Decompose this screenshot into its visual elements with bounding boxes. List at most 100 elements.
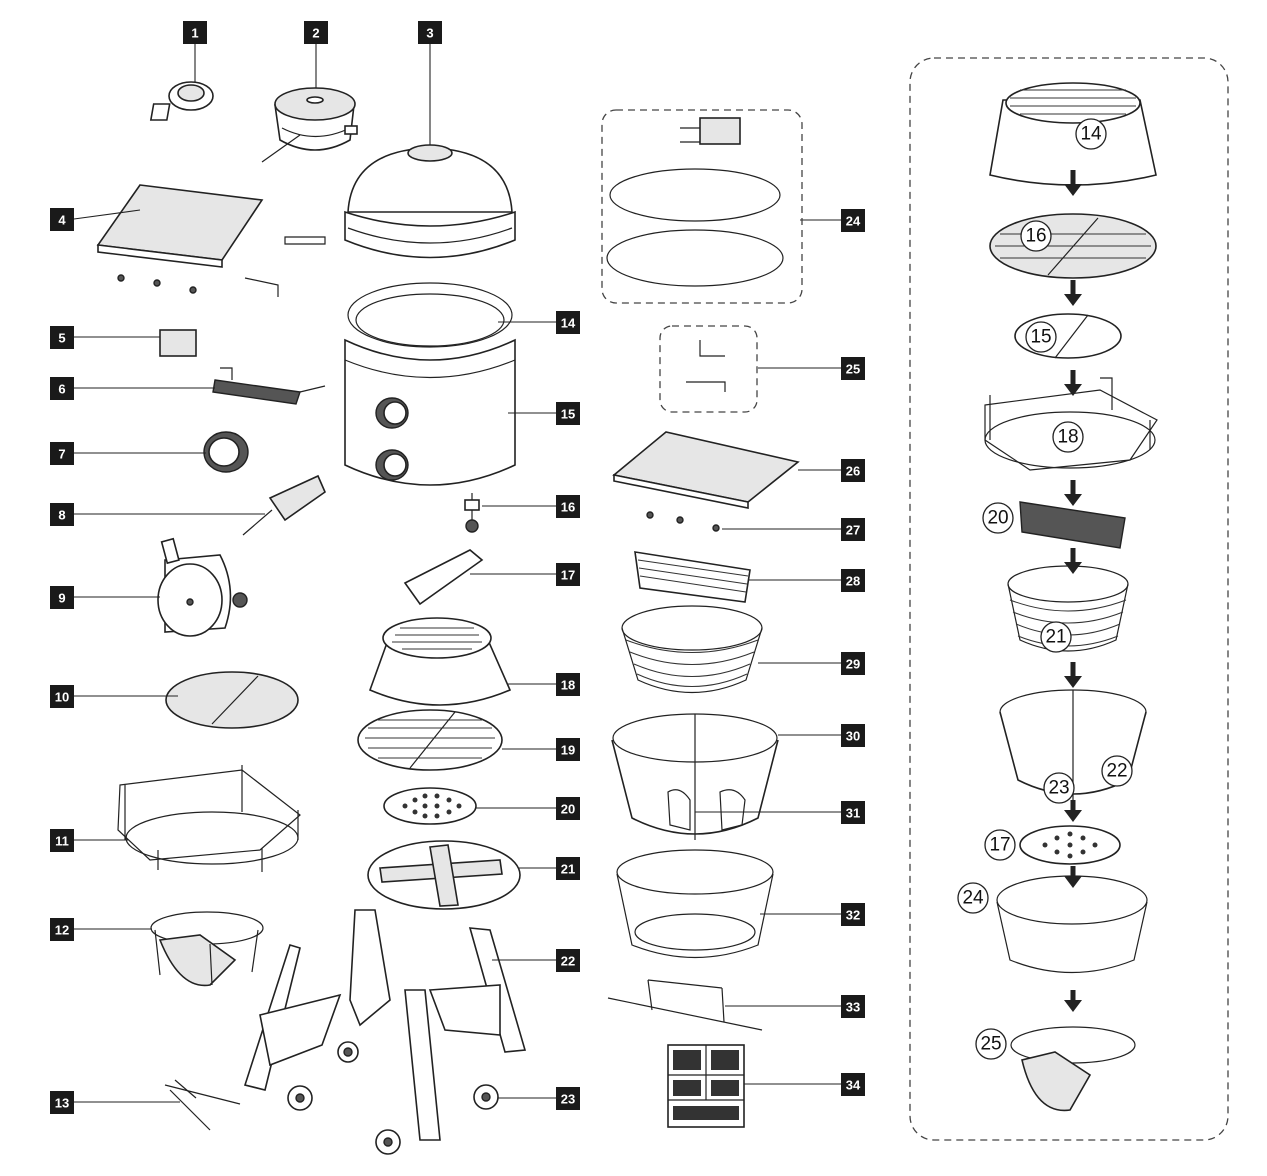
assembly-step: 20 — [982, 502, 1014, 534]
part-fire-bowl — [344, 282, 516, 486]
part-ash-pan — [150, 911, 264, 987]
assembly-step: 18 — [1052, 421, 1084, 453]
part-tag: 13 — [50, 1091, 74, 1114]
assembly-step: 16 — [1020, 220, 1052, 252]
part-number: 14 — [561, 316, 576, 331]
part-tag: 1 — [183, 21, 207, 44]
part-small-brackets — [686, 340, 726, 392]
assembly-step: 22 — [1101, 755, 1133, 787]
assembly-number: 15 — [1030, 327, 1051, 348]
part-tag: 31 — [841, 801, 865, 824]
part-number: 32 — [846, 908, 860, 923]
part-basket-frame — [616, 849, 774, 959]
part-tag: 10 — [50, 685, 74, 708]
part-number: 5 — [58, 331, 65, 346]
part-tag: 2 — [304, 21, 328, 44]
part-gasket-ring — [203, 431, 249, 473]
part-number: 28 — [846, 574, 860, 589]
part-number: 15 — [561, 407, 575, 422]
group-box-25 — [659, 325, 758, 413]
part-number: 11 — [55, 834, 69, 849]
part-number: 13 — [55, 1096, 69, 1111]
part-number: 17 — [561, 568, 575, 583]
part-number: 23 — [561, 1092, 575, 1107]
arrow-down-icon — [1064, 800, 1082, 822]
assembly-step: 14 — [1075, 118, 1107, 150]
arrow-down-icon — [1064, 866, 1082, 888]
part-number: 31 — [846, 806, 860, 821]
part-charcoal-basket — [621, 605, 763, 693]
part-number: 25 — [846, 362, 860, 377]
part-tag: 26 — [841, 459, 865, 482]
part-number: 29 — [846, 657, 860, 672]
arrow-down-icon — [1064, 370, 1082, 396]
part-handle-bar — [607, 979, 763, 1031]
part-ash-tool — [242, 474, 326, 536]
part-tag: 17 — [556, 563, 580, 586]
part-tag: 12 — [50, 918, 74, 941]
part-number: 26 — [846, 464, 860, 479]
assembly-step: 17 — [984, 829, 1016, 861]
part-top-damper — [261, 87, 358, 163]
part-grill-grate — [357, 709, 503, 771]
assembly-number: 20 — [987, 508, 1008, 529]
assembly-arrows — [1064, 170, 1082, 1012]
part-number: 2 — [312, 26, 319, 41]
part-tag: 24 — [841, 209, 865, 232]
part-warming-rack — [634, 551, 751, 603]
assembly-number: 24 — [962, 888, 984, 909]
part-tag: 9 — [50, 586, 74, 609]
part-tag: 8 — [50, 503, 74, 526]
part-tag: 11 — [50, 829, 74, 852]
part-bracket — [159, 329, 197, 357]
part-heat-deflector-half — [165, 671, 299, 729]
part-tag: 30 — [841, 724, 865, 747]
dashed-group-boxes — [601, 57, 1229, 1141]
part-number: 10 — [55, 690, 69, 705]
part-tag: 4 — [50, 208, 74, 231]
part-band-clamp — [606, 117, 784, 287]
part-perforated-plate — [383, 787, 477, 825]
part-tag: 5 — [50, 326, 74, 349]
part-tag: 34 — [841, 1073, 865, 1096]
part-grill-ring — [368, 617, 512, 706]
part-number: 1 — [191, 26, 198, 41]
part-number: 4 — [58, 213, 66, 228]
part-tag: 18 — [556, 673, 580, 696]
part-number-tags: 1 2 3 4 5 6 7 8 9 10 11 12 13 14 15 16 1… — [50, 21, 865, 1114]
arrow-down-icon — [1064, 280, 1082, 306]
part-tag: 29 — [841, 652, 865, 675]
part-firebox — [611, 713, 779, 840]
part-tag: 27 — [841, 518, 865, 541]
arrow-down-icon — [1064, 170, 1082, 196]
part-number: 8 — [58, 508, 65, 523]
part-tag: 14 — [556, 311, 580, 334]
part-handle — [212, 367, 326, 405]
part-number: 24 — [846, 214, 861, 229]
part-stand-frame — [117, 765, 301, 872]
part-number: 18 — [561, 678, 575, 693]
part-side-shelf-right — [612, 431, 800, 509]
part-legs — [243, 909, 527, 1141]
part-tag: 19 — [556, 738, 580, 761]
part-tag: 28 — [841, 569, 865, 592]
part-tag: 7 — [50, 442, 74, 465]
part-tag: 16 — [556, 495, 580, 518]
assembly-number: 22 — [1106, 761, 1127, 782]
part-number: 27 — [846, 523, 860, 538]
part-number: 19 — [561, 743, 575, 758]
assembly-step: 24 — [957, 882, 989, 914]
assembly-step-labels: 14 16 15 18 20 21 23 22 17 24 25 — [957, 118, 1133, 1060]
part-side-shelf — [96, 184, 326, 297]
assembly-step: 15 — [1025, 321, 1057, 353]
assembly-order-panel — [909, 57, 1229, 1141]
part-number: 7 — [58, 447, 65, 462]
part-tag: 6 — [50, 377, 74, 400]
part-number: 22 — [561, 954, 575, 969]
part-hardware-pack — [667, 1044, 745, 1128]
part-number: 9 — [58, 591, 65, 606]
assembly-sketches — [984, 82, 1158, 1112]
assembly-number: 14 — [1080, 124, 1102, 145]
assembly-number: 25 — [980, 1034, 1001, 1055]
part-bottom-vent — [157, 537, 248, 637]
